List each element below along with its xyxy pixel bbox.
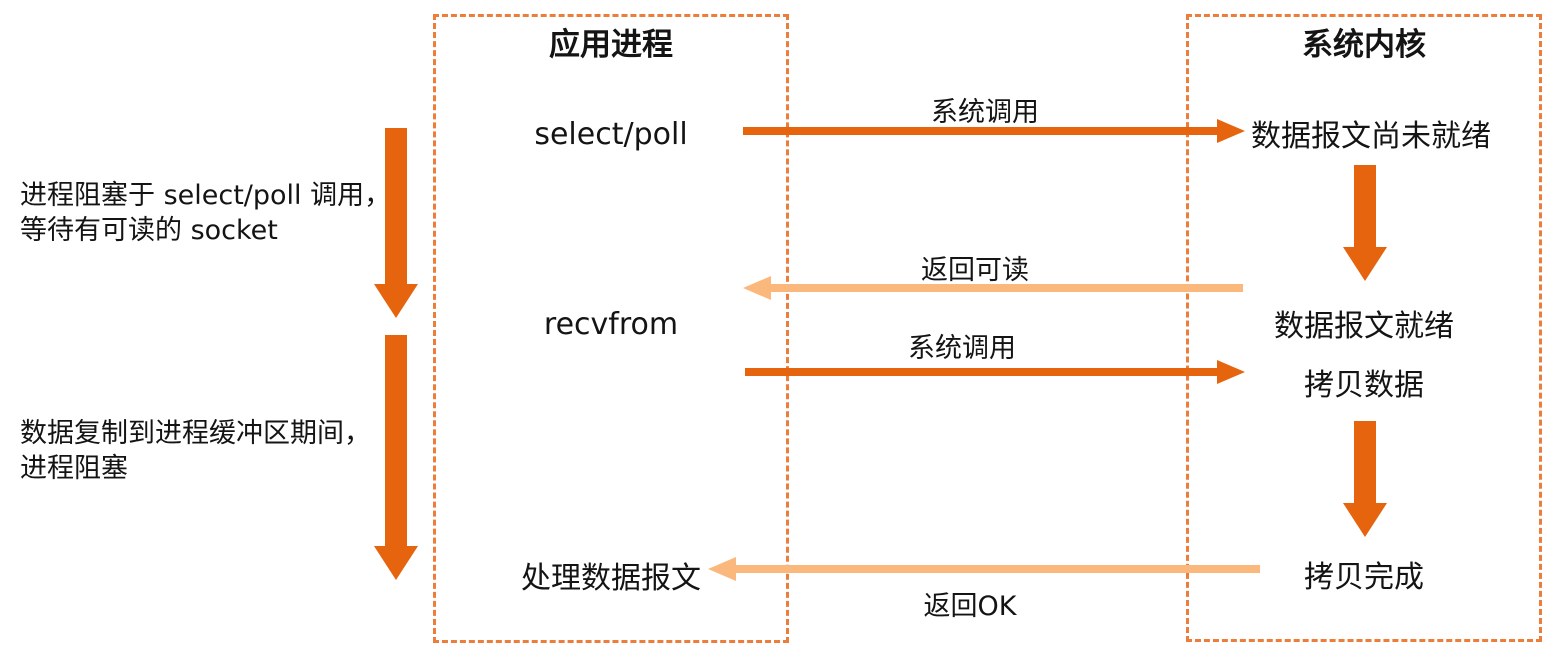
blocking-phase1-down-arrow — [374, 128, 418, 318]
arrow-shaft — [759, 284, 1243, 292]
arrow-head-icon — [1217, 119, 1245, 143]
arrow-shaft — [1354, 165, 1376, 247]
return-readable-arrow — [743, 276, 1243, 300]
annotation-line: 进程阻塞于 select/poll 调用， — [20, 180, 392, 211]
annotation-line: 进程阻塞 — [20, 453, 128, 484]
arrow-shaft — [745, 368, 1229, 376]
syscall-label-2: 系统调用 — [908, 333, 1016, 364]
datagram-ready-label: 数据报文就绪 — [1274, 309, 1454, 344]
return-ok-arrow — [708, 557, 1260, 581]
arrow-shaft — [743, 127, 1229, 135]
arrow-head-icon — [374, 546, 418, 580]
select-poll-label: select/poll — [534, 117, 688, 152]
datagram-not-ready-label: 数据报文尚未就绪 — [1251, 119, 1491, 154]
syscall-arrow-1 — [743, 119, 1245, 143]
kernel-copy-down-arrow — [1343, 421, 1387, 537]
arrow-head-icon — [1343, 503, 1387, 537]
app-box-title: 应用进程 — [549, 27, 673, 63]
arrow-head-icon — [743, 276, 771, 300]
handle-datagram-label: 处理数据报文 — [521, 561, 701, 596]
copy-done-label: 拷贝完成 — [1304, 560, 1424, 595]
annotation-blocked-on-select-poll: 进程阻塞于 select/poll 调用， 等待有可读的 socket — [20, 178, 391, 248]
kernel-box-title: 系统内核 — [1302, 27, 1426, 63]
annotation-line: 等待有可读的 socket — [20, 215, 278, 246]
system-kernel-box: 系统内核 数据报文尚未就绪 数据报文就绪 拷贝数据 拷贝完成 — [1186, 14, 1542, 642]
arrow-head-icon — [1217, 360, 1245, 384]
return-readable-label: 返回可读 — [921, 255, 1029, 286]
syscall-arrow-2 — [745, 360, 1245, 384]
syscall-label-1: 系统调用 — [931, 97, 1039, 128]
arrow-shaft — [724, 565, 1260, 573]
annotation-blocked-during-copy: 数据复制到进程缓冲区期间， 进程阻塞 — [20, 416, 371, 486]
recvfrom-label: recvfrom — [543, 307, 679, 342]
kernel-wait-down-arrow — [1343, 165, 1387, 281]
return-ok-label: 返回OK — [923, 591, 1017, 622]
arrow-head-icon — [708, 557, 736, 581]
arrow-shaft — [385, 335, 407, 546]
arrow-head-icon — [374, 284, 418, 318]
copy-data-label: 拷贝数据 — [1304, 368, 1424, 403]
application-process-box: 应用进程 select/poll recvfrom 处理数据报文 — [433, 14, 789, 643]
arrow-head-icon — [1343, 247, 1387, 281]
annotation-line: 数据复制到进程缓冲区期间， — [20, 418, 371, 449]
blocking-phase2-down-arrow — [374, 335, 418, 580]
arrow-shaft — [385, 128, 407, 284]
arrow-shaft — [1354, 421, 1376, 503]
